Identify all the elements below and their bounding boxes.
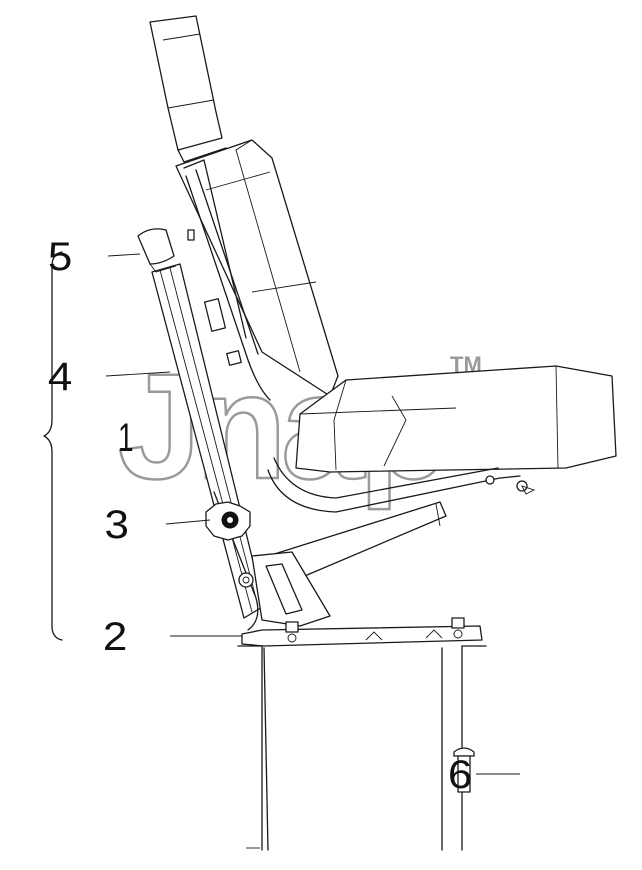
- leader-4: [105, 371, 171, 377]
- backrest-frame: [185, 169, 271, 401]
- side-bracket: [238, 551, 331, 627]
- callout-2: 2: [103, 614, 127, 659]
- seat-rail: [267, 457, 536, 513]
- leader-5: [107, 253, 141, 257]
- leader-3: [165, 519, 211, 525]
- callout-1: 1: [118, 416, 134, 460]
- leader-lines: [105, 253, 520, 775]
- bolt: [453, 747, 475, 793]
- callout-5: 5: [48, 234, 72, 279]
- callout-labels: 1 2 3 4 5 6: [48, 234, 472, 797]
- handle-knob: [137, 228, 195, 273]
- group-bracket: [43, 251, 63, 641]
- pedestal: [237, 645, 487, 851]
- adjusting-knob: [205, 501, 251, 541]
- callout-3: 3: [105, 502, 129, 547]
- headrest: [149, 15, 227, 163]
- seat-cushion: [295, 365, 617, 473]
- callout-6: 6: [448, 752, 472, 797]
- base-plate: [241, 617, 483, 647]
- callout-4: 4: [48, 354, 72, 399]
